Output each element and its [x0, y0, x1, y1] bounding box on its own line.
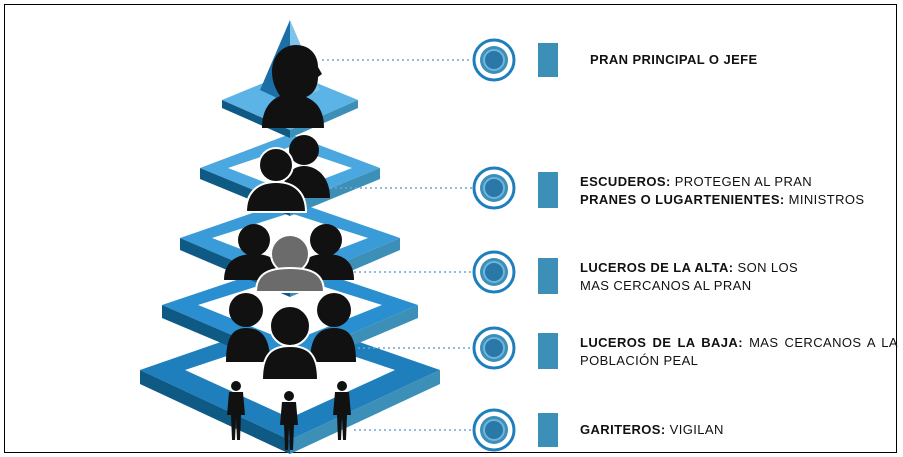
head-silhouette-icon	[262, 45, 324, 128]
label-text: VIGILAN	[665, 422, 724, 437]
group-silhouette-icon	[226, 293, 356, 381]
standing-person-icon	[280, 391, 298, 450]
label-bold: PRAN PRINCIPAL O JEFE	[590, 52, 758, 67]
ring-bullet-icon	[472, 408, 516, 452]
label-accent-bar	[538, 258, 558, 294]
ring-bullet-icon	[472, 250, 516, 294]
standing-person-icon	[227, 381, 245, 440]
label-text: MINISTROS	[784, 192, 865, 207]
label-accent-bar	[538, 333, 558, 369]
label-accent-bar	[538, 172, 558, 208]
standing-person-icon	[333, 381, 351, 440]
group-silhouette-icon	[224, 224, 354, 293]
label-bold: ESCUDEROS:	[580, 174, 671, 189]
label-bold: LUCEROS DE LA ALTA:	[580, 260, 734, 275]
label-text: MAS CERCANOS A LA POBLACIÓN PEAL	[580, 335, 899, 368]
ring-bullet-icon	[472, 166, 516, 210]
label-text: SON LOS MAS CERCANOS AL PRAN	[580, 260, 799, 293]
connector-lines	[322, 59, 472, 431]
label-bold: PRANES O LUGARTENIENTES:	[580, 192, 785, 207]
label-bold: GARITEROS:	[580, 422, 666, 437]
ring-bullet-icon	[472, 326, 516, 370]
label-text: PROTEGEN AL PRAN	[670, 174, 813, 189]
group-silhouette-icon	[244, 135, 330, 213]
label-accent-bar	[538, 413, 558, 447]
ring-bullet-icon	[472, 38, 516, 82]
label-bold: LUCEROS DE LA BAJA:	[580, 335, 743, 350]
label-accent-bar	[538, 43, 558, 77]
